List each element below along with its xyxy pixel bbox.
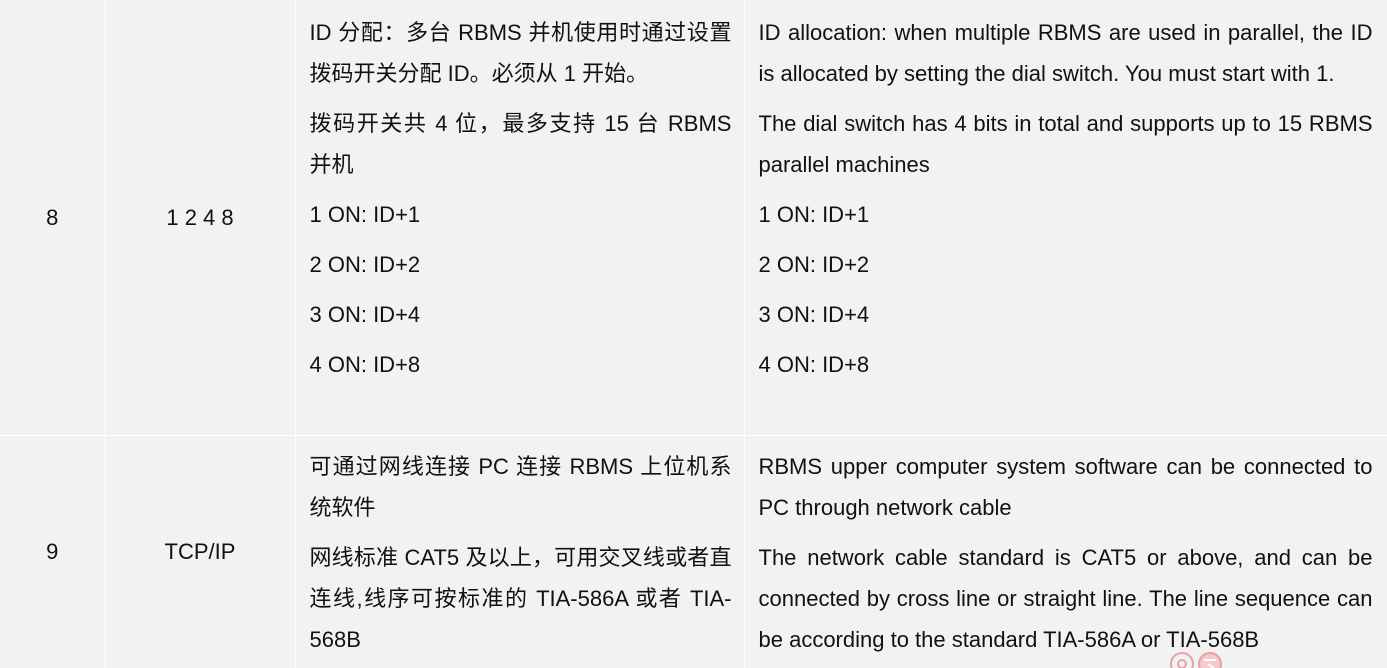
chinese-description: ID 分配：多台 RBMS 并机使用时通过设置拨码开关分配 ID。必须从 1 开… bbox=[295, 0, 745, 436]
chinese-description: 可通过网线连接 PC 连接 RBMS 上位机系统软件 网线标准 CAT5 及以上… bbox=[295, 435, 745, 668]
table-row-8: 8 1 2 4 8 ID 分配：多台 RBMS 并机使用时通过设置拨码开关分配 … bbox=[0, 0, 1387, 436]
en-paragraph: 1 ON: ID+1 bbox=[758, 202, 870, 227]
en-paragraph: 3 ON: ID+4 bbox=[758, 302, 870, 327]
cn-paragraph: 2 ON: ID+2 bbox=[309, 252, 421, 277]
row-name: 1 2 4 8 bbox=[105, 0, 296, 436]
table-row-9: 9 TCP/IP 可通过网线连接 PC 连接 RBMS 上位机系统软件 网线标准… bbox=[0, 435, 1387, 668]
en-paragraph: 4 ON: ID+8 bbox=[758, 352, 870, 377]
cn-paragraph: 网线标准 CAT5 及以上，可用交叉线或者直连线,线序可按标准的 TIA-586… bbox=[309, 545, 732, 652]
cn-paragraph: ID 分配：多台 RBMS 并机使用时通过设置拨码开关分配 ID。必须从 1 开… bbox=[309, 20, 732, 86]
en-paragraph: RBMS upper computer system software can … bbox=[758, 454, 1373, 520]
row-number: 9 bbox=[0, 435, 106, 668]
row-number: 8 bbox=[0, 0, 106, 436]
en-paragraph: ID allocation: when multiple RBMS are us… bbox=[758, 20, 1373, 86]
english-description: RBMS upper computer system software can … bbox=[744, 435, 1387, 668]
en-paragraph: The network cable standard is CAT5 or ab… bbox=[758, 545, 1373, 652]
en-paragraph: The dial switch has 4 bits in total and … bbox=[758, 111, 1373, 177]
watermark-logo-icon bbox=[1170, 652, 1222, 668]
cn-paragraph: 3 ON: ID+4 bbox=[309, 302, 421, 327]
cn-paragraph: 4 ON: ID+8 bbox=[309, 352, 421, 377]
english-description: ID allocation: when multiple RBMS are us… bbox=[744, 0, 1387, 436]
en-paragraph: 2 ON: ID+2 bbox=[758, 252, 870, 277]
cn-paragraph: 拨码开关共 4 位，最多支持 15 台 RBMS 并机 bbox=[309, 111, 732, 177]
cn-paragraph: 可通过网线连接 PC 连接 RBMS 上位机系统软件 bbox=[309, 454, 732, 520]
row-name: TCP/IP bbox=[105, 435, 296, 668]
watermark-logo-icon bbox=[1168, 648, 1228, 668]
cn-paragraph: 1 ON: ID+1 bbox=[309, 202, 421, 227]
